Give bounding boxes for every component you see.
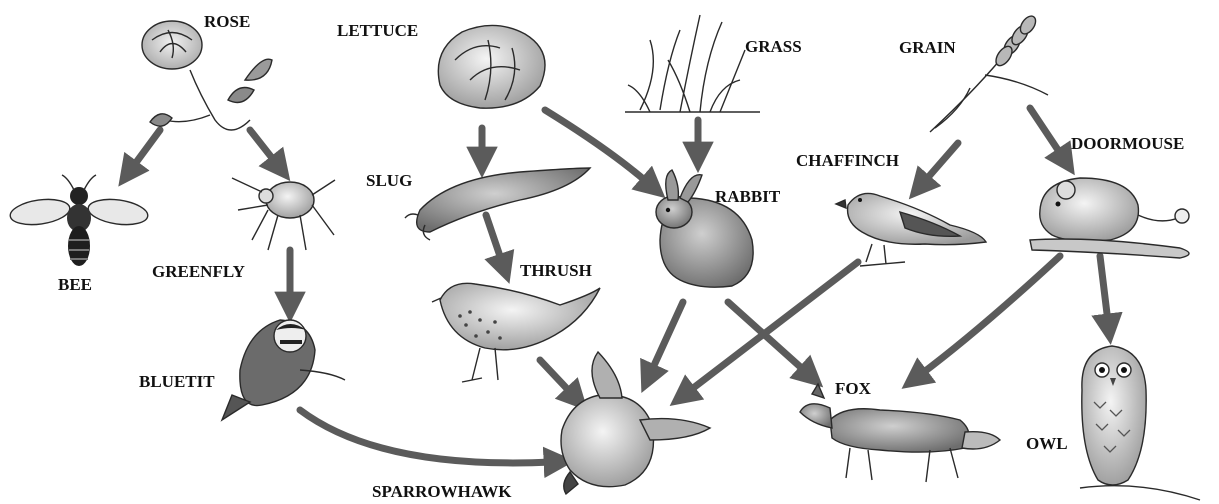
owl-icon xyxy=(1080,346,1200,500)
label-chaffinch: CHAFFINCH xyxy=(796,151,899,170)
chaffinch-icon xyxy=(836,193,986,266)
arrow-rabbit-to-sparrowhawk xyxy=(651,302,683,372)
label-slug: SLUG xyxy=(366,171,412,190)
arrow-slug-to-thrush xyxy=(486,215,502,262)
bluetit-icon xyxy=(222,320,345,420)
grass-icon xyxy=(625,15,760,112)
rose-icon xyxy=(142,21,272,130)
label-grass: GRASS xyxy=(745,37,802,56)
label-sparrowhawk: SPARROWHAWK xyxy=(372,482,512,501)
arrow-doormouse-to-fox xyxy=(920,256,1060,375)
label-owl: OWL xyxy=(1026,434,1068,453)
label-doormouse: DOORMOUSE xyxy=(1071,134,1184,153)
slug-icon xyxy=(405,168,590,240)
thrush-icon xyxy=(432,283,600,382)
arrow-doormouse-to-owl xyxy=(1100,256,1108,322)
label-bluetit: BLUETIT xyxy=(139,372,215,391)
arrow-thrush-to-sparrowhawk xyxy=(540,360,572,394)
label-rose: ROSE xyxy=(204,12,250,31)
bee-icon xyxy=(9,175,150,266)
arrow-grain-to-doormouse xyxy=(1030,108,1062,156)
fox-icon xyxy=(800,384,1000,482)
label-grain: GRAIN xyxy=(899,38,956,57)
label-thrush: THRUSH xyxy=(520,261,592,280)
arrow-rose-to-bee xyxy=(132,130,160,168)
label-bee: BEE xyxy=(58,275,92,294)
lettuce-icon xyxy=(438,25,545,108)
sparrowhawk-icon xyxy=(561,352,710,494)
label-rabbit: RABBIT xyxy=(715,187,781,206)
label-fox: FOX xyxy=(835,379,872,398)
label-greenfly: GREENFLY xyxy=(152,262,245,281)
arrow-rose-to-greenfly xyxy=(250,130,276,163)
label-lettuce: LETTUCE xyxy=(337,21,418,40)
doormouse-icon xyxy=(1030,178,1189,258)
arrow-grain-to-chaffinch xyxy=(924,143,958,182)
arrow-bluetit-to-sparrowhawk xyxy=(300,410,552,463)
greenfly-icon xyxy=(232,178,335,250)
